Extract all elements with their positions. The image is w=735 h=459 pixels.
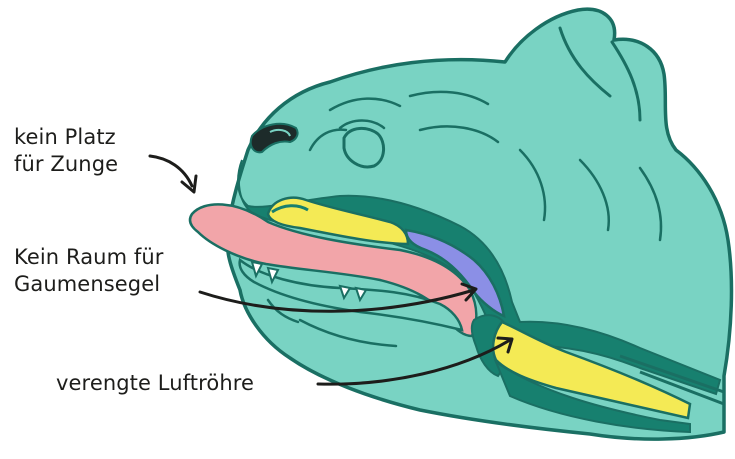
label-tongue-line1: kein Platz — [14, 124, 118, 151]
label-trachea: verengte Luftröhre — [56, 370, 254, 397]
arrow-tongue — [150, 156, 192, 186]
label-soft-palate-line2: Gaumensegel — [14, 271, 164, 298]
label-soft-palate: Kein Raum für Gaumensegel — [14, 244, 164, 298]
label-trachea-line1: verengte Luftröhre — [56, 370, 254, 397]
eye-icon — [344, 128, 384, 166]
label-tongue-line2: für Zunge — [14, 151, 118, 178]
label-tongue: kein Platz für Zunge — [14, 124, 118, 178]
label-soft-palate-line1: Kein Raum für — [14, 244, 164, 271]
